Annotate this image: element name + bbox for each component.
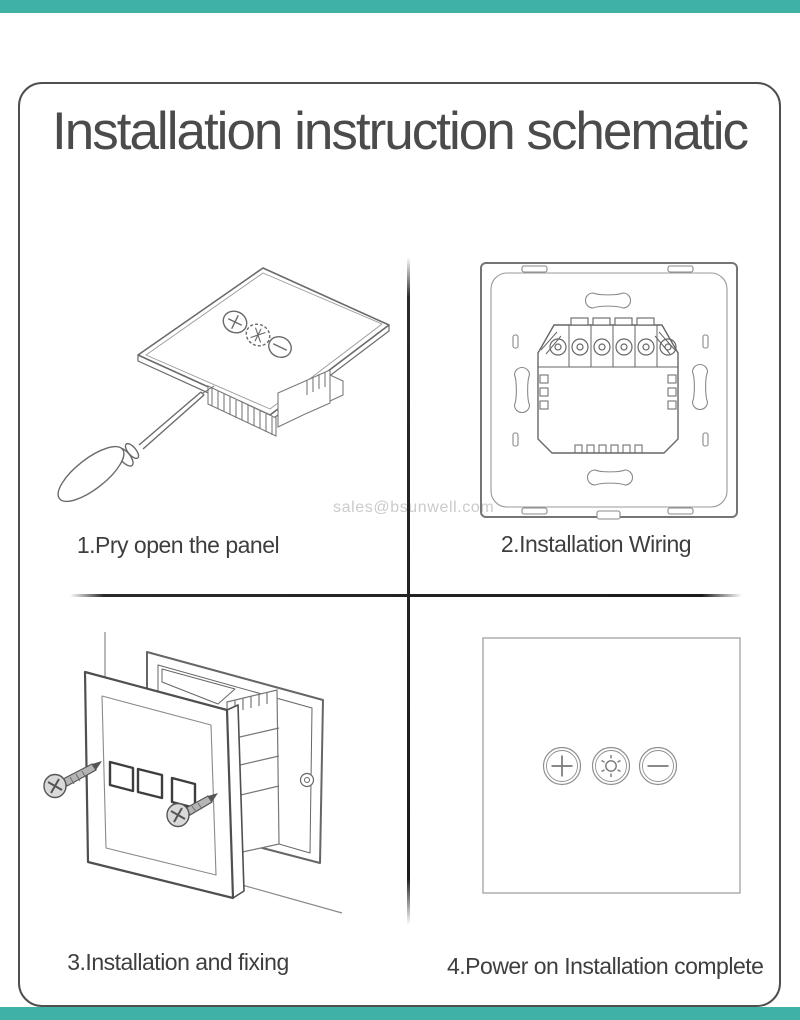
- back-plate: [480, 262, 738, 520]
- screw-icon: [43, 761, 102, 799]
- switch-module-back: [207, 369, 344, 437]
- step-2-caption: 2.Installation Wiring: [500, 531, 692, 557]
- horizontal-divider: [70, 594, 742, 597]
- front-panel: [83, 670, 245, 900]
- step-2-illustration: [480, 262, 738, 520]
- panel-windows: [108, 760, 197, 810]
- plus-icon: [222, 310, 248, 334]
- step-1-caption: 1.Pry open the panel: [76, 532, 280, 558]
- bottom-notch: [596, 510, 621, 520]
- screw-icon: [166, 793, 218, 828]
- wall-lines: [104, 632, 343, 914]
- wire-terminals: [549, 338, 677, 356]
- step-1-illustration: [57, 267, 390, 503]
- watermark-text: sales@bsunwell.com: [333, 499, 495, 516]
- top-accent-bar: [0, 0, 800, 13]
- vertical-divider: [407, 257, 410, 925]
- dimmer-icon: [245, 323, 271, 347]
- step-4-caption: 4.Power on Installation complete: [447, 953, 764, 979]
- step-3-caption: 3.Installation and fixing: [67, 949, 289, 975]
- minus-icon: [268, 335, 292, 359]
- screwdriver-icon: [57, 385, 215, 503]
- mounting-holes: [513, 292, 709, 486]
- minus-icon: [638, 746, 678, 786]
- power-panel: [482, 637, 741, 894]
- bottom-accent-bar: [0, 1007, 800, 1020]
- dimmer-icon: [591, 746, 631, 786]
- terminal-block: [537, 317, 679, 454]
- step-3-illustration: [43, 632, 343, 914]
- instruction-card-border: [18, 82, 781, 1007]
- page-title: Installation instruction schematic: [52, 102, 749, 161]
- plus-icon: [542, 746, 582, 786]
- step-4-illustration: [482, 637, 741, 894]
